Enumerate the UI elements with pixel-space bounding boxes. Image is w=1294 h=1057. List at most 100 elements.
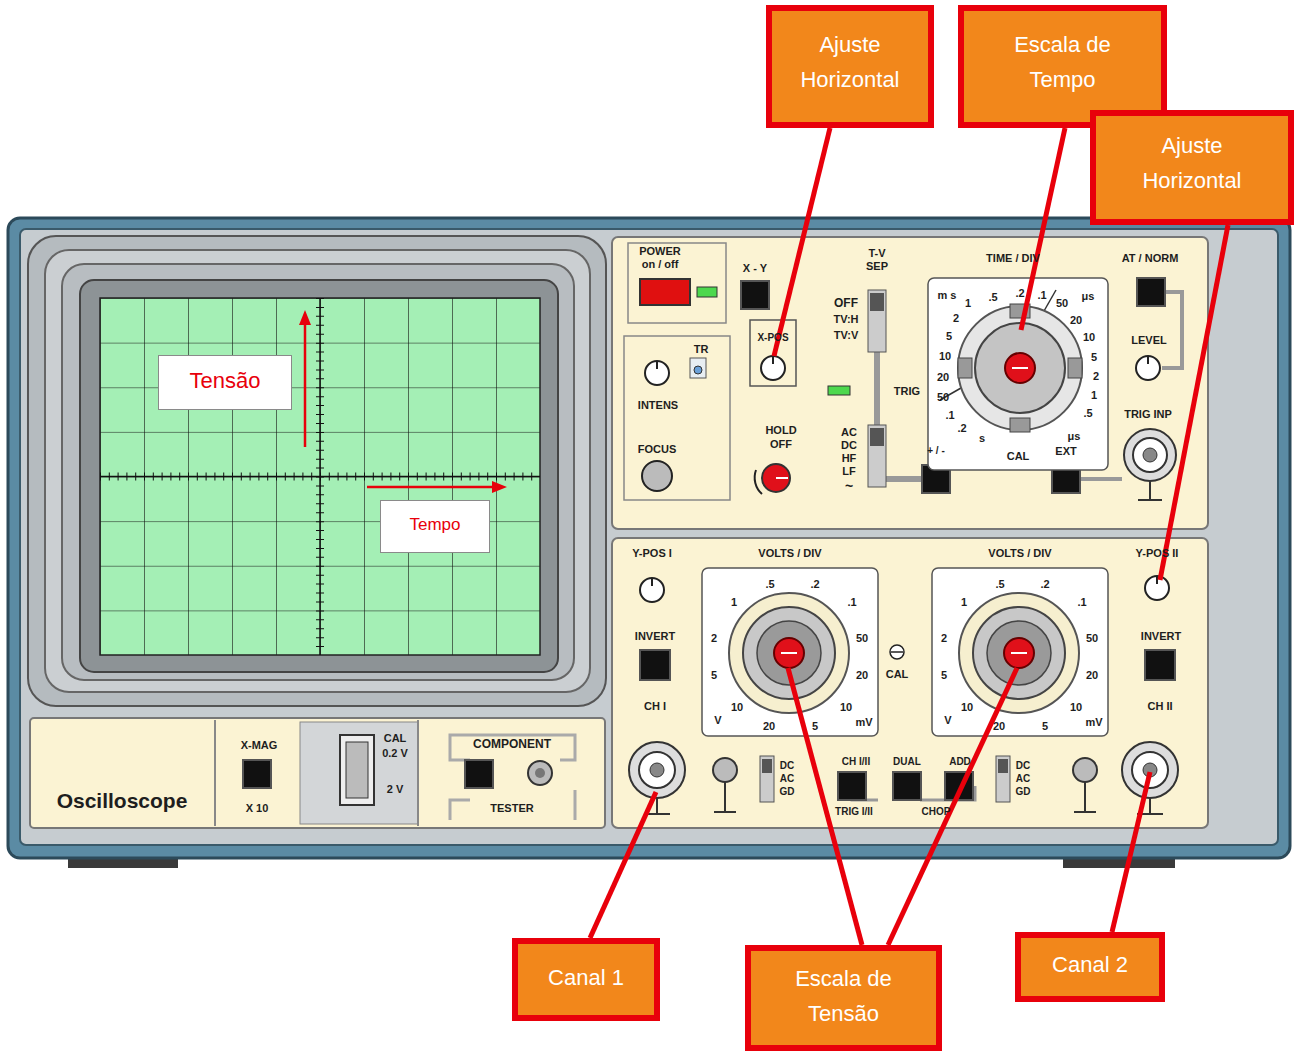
panel-label: DUAL [893,757,921,767]
slide-switch [762,759,772,773]
leader-line [590,128,1228,945]
bnc-connector [1073,758,1097,782]
panel-label: .2 [1040,579,1049,590]
knob [651,578,653,586]
callout-box: Ajuste Horizontal [1090,110,1294,225]
knob [1136,356,1160,380]
panel-label: CAL [886,669,909,680]
volts-dial [781,652,797,654]
panel-label: DC [1016,761,1030,771]
screen-grid [100,298,540,655]
push-button [690,358,706,378]
callout-text: Canal 1 [548,960,624,995]
panel-label: X-POS [757,333,788,343]
bnc-connector [528,429,1178,814]
bnc-connector [656,798,658,814]
push-button [640,650,670,680]
panel-label: CHOP [922,807,951,817]
push-button [741,281,769,309]
slide-switch [996,756,1010,802]
knob [645,361,669,385]
panel-label: INVERT [1141,631,1181,642]
axis-label-box: Tensão [158,355,292,410]
knob [890,645,904,659]
screen-bezel [45,250,590,692]
panel-label: mV [1085,717,1102,728]
bnc-connector [724,782,726,812]
panel-label: INTENS [638,400,678,411]
bnc-connector [528,761,552,785]
panel-label: TRIG [894,386,920,397]
callout-box: Canal 2 [1015,932,1165,1002]
panel-label: 0.2 V [382,748,408,759]
panel-label: 1 [731,597,737,608]
panel-label: CH II [1147,701,1172,712]
screen-grid [100,298,540,655]
panel-label: AT / NORM [1122,253,1179,264]
panel-label: 10 [731,702,743,713]
control-wiring [450,735,575,820]
panel-label: X-MAG [241,740,278,751]
knob [1145,576,1169,600]
panel-label: 20 [1070,315,1082,326]
time-dial [958,358,972,378]
axis-label: Tensão [190,363,261,398]
bnc-connector [1149,481,1151,500]
control-wiring [1080,477,1122,481]
panel-label: V [714,715,721,726]
panel-label: 5 [1042,721,1048,732]
leader-line [1112,772,1150,932]
volts-dial [959,593,1079,713]
bnc-connector [1149,798,1151,814]
callout-text: Escala de Tempo [999,27,1126,97]
volts-dial [1011,652,1027,654]
bnc-connector [1124,429,1176,481]
panel-label: FOCUS [638,444,677,455]
panel-label: VOLTS / DIV [758,548,821,559]
panel-label: .2 [1015,288,1024,299]
instrument-casing [8,218,1290,858]
panel-label: .1 [945,410,954,421]
control-wiring [450,292,1182,820]
bnc-connector [714,811,736,813]
slide-switch [998,759,1008,773]
push-button [243,278,1175,800]
axis-label: Tempo [409,511,460,538]
bnc-connector [639,752,675,788]
panel-label: OFF [770,439,792,450]
panel-label: CH I [644,701,666,712]
panel-label: CAL [1007,451,1030,462]
panel-label: 2 [711,633,717,644]
panel-label: 20 [856,670,868,681]
time-dial [928,278,1108,470]
panel-label: COMPONENT [473,738,551,750]
panel-label: ~ [845,479,853,493]
panel-label: 1 [961,597,967,608]
panel-label: .1 [1077,597,1086,608]
axis-arrow [492,481,507,493]
push-button [243,760,271,788]
control-panel [624,336,730,500]
push-button [828,386,850,395]
control-panel [612,237,1208,529]
push-button [640,279,690,305]
panel-label: EXT [1055,446,1076,457]
bnc-connector [629,742,685,798]
panel-label: 20 [937,372,949,383]
time-dial [1005,353,1035,383]
axis-arrow [299,310,311,325]
control-panel [30,237,1208,828]
panel-label: TV:H [833,314,858,325]
panel-label: 10 [961,702,973,713]
panel-label: 5 [946,331,952,342]
push-button [1145,650,1175,680]
panel-label: 10 [939,351,951,362]
callout-text: Escala de Tensão [779,961,908,1031]
control-panel [417,720,419,826]
panel-label: TRIG INP [1124,409,1172,420]
bnc-connector [1133,438,1167,472]
panel-label: POWER [639,246,681,257]
slide-switch [340,290,1010,805]
volts-dial [729,593,849,713]
control-panel [628,243,726,323]
